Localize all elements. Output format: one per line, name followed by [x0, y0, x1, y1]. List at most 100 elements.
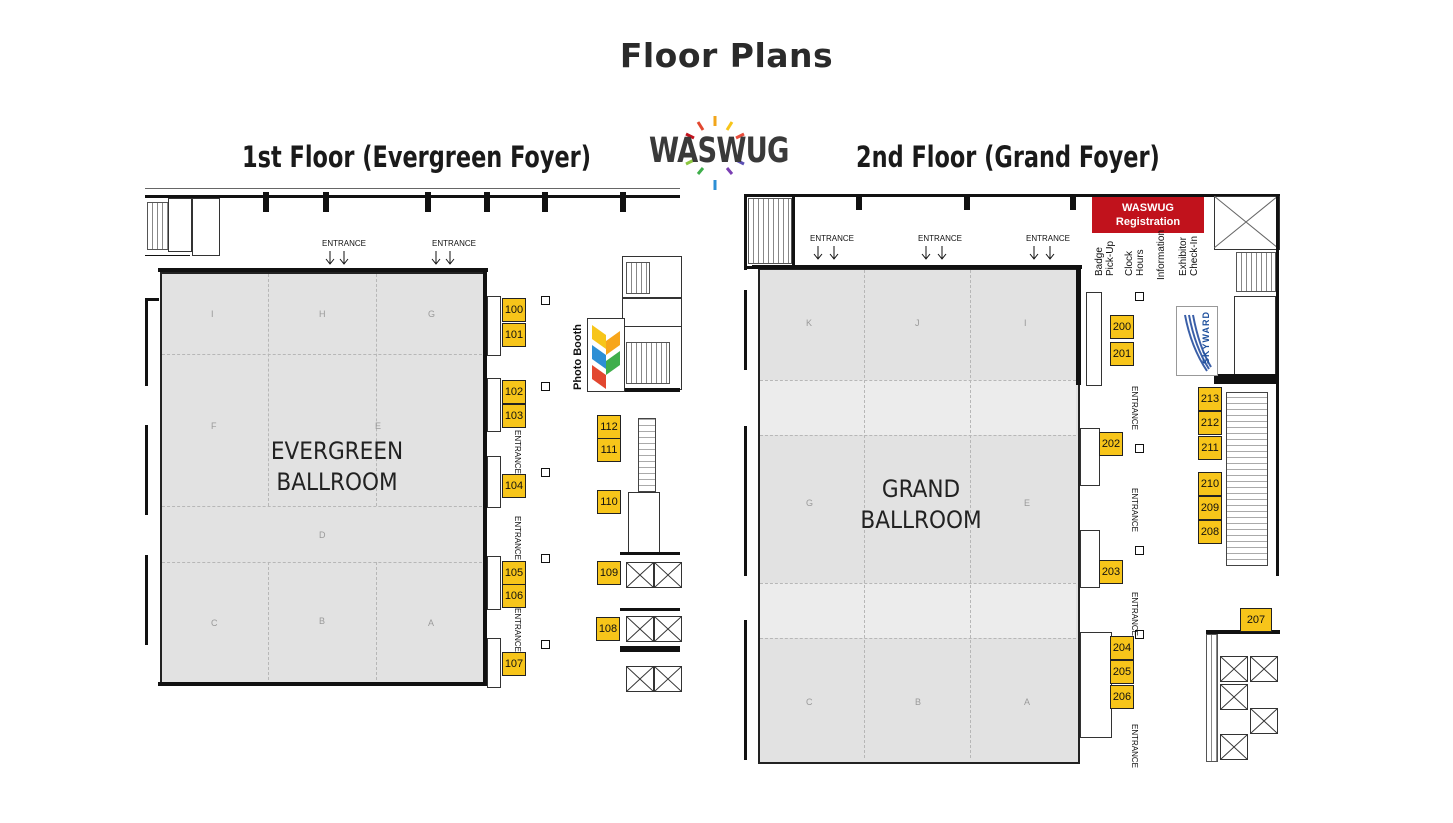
booth-203[interactable]: 203 [1099, 560, 1123, 584]
booth-105[interactable]: 105 [502, 561, 526, 585]
section-label: D [319, 530, 326, 540]
alcove [1080, 428, 1100, 486]
section-label: A [1024, 697, 1031, 707]
wall-line [145, 298, 148, 386]
section-label: G [806, 498, 814, 508]
floor-1-top-wall [145, 195, 680, 198]
booth-205[interactable]: 205 [1110, 660, 1134, 684]
booth-209[interactable]: 209 [1198, 496, 1222, 520]
booth-204[interactable]: 204 [1110, 636, 1134, 660]
wall-line [145, 555, 148, 645]
elevator-icon [1250, 656, 1278, 682]
section-label: A [428, 618, 435, 628]
entrance-label: ENTRANCE [322, 239, 367, 248]
grand-ballroom [758, 268, 1080, 764]
booth-103[interactable]: 103 [502, 404, 526, 428]
skyward-text: SKYWARD [1201, 311, 1211, 365]
desk-label: Clock Hours [1124, 249, 1146, 276]
partition-line [760, 583, 1076, 584]
section-label: F [211, 421, 217, 431]
wall-line [145, 425, 148, 515]
stairwell [147, 202, 169, 250]
booth-102[interactable]: 102 [502, 380, 526, 404]
entrance-label: ENTRANCE [1130, 386, 1139, 431]
escalator [638, 418, 656, 492]
booth-206[interactable]: 206 [1110, 685, 1134, 709]
booth-201[interactable]: 201 [1110, 342, 1134, 366]
registration-desk: WASWUG Registration [1092, 197, 1204, 233]
partition-line [376, 274, 377, 506]
booth-101[interactable]: 101 [502, 323, 526, 347]
entrance-label: ENTRANCE [918, 234, 963, 243]
elevator-icon [626, 562, 654, 588]
booth-211[interactable]: 211 [1198, 436, 1222, 460]
booth-106[interactable]: 106 [502, 584, 526, 608]
column [484, 192, 490, 212]
partition-line [760, 380, 1076, 381]
booth-210[interactable]: 210 [1198, 472, 1222, 496]
booth-108[interactable]: 108 [596, 617, 620, 641]
photo-booth-label: Photo Booth [572, 324, 584, 390]
alcove [1080, 530, 1100, 588]
photo-booth-logo [587, 318, 625, 392]
entrance-label: ENTRANCE [513, 516, 522, 561]
wall-line [620, 608, 680, 611]
booth-200[interactable]: 200 [1110, 315, 1134, 339]
column [964, 196, 970, 210]
booth-109[interactable]: 109 [597, 561, 621, 585]
ballroom-top-wall [752, 265, 1082, 269]
ballroom-label-line: BALLROOM [276, 468, 398, 496]
elevator-icon [1220, 734, 1248, 760]
entrance-arrows-icon [813, 246, 1055, 260]
entrance-label: ENTRANCE [1026, 234, 1071, 243]
stairwell [748, 198, 792, 264]
booth-110[interactable]: 110 [597, 490, 621, 514]
stairwell [626, 262, 650, 294]
stairwell [1206, 634, 1218, 762]
partition-line [162, 562, 482, 563]
booth-208[interactable]: 208 [1198, 520, 1222, 544]
ballroom-right-wall [483, 270, 487, 686]
booth-202[interactable]: 202 [1099, 432, 1123, 456]
column [541, 554, 550, 563]
partition-line [268, 274, 269, 506]
alcove [487, 296, 501, 356]
booth-213[interactable]: 213 [1198, 387, 1222, 411]
wall-line [145, 298, 159, 301]
ballroom-right-wall [1076, 265, 1081, 385]
section-label: G [428, 309, 436, 319]
elevator-icon [626, 616, 654, 642]
stair-room [1234, 296, 1276, 376]
booth-107[interactable]: 107 [502, 652, 526, 676]
section-label: J [915, 318, 920, 328]
page-title: Floor Plans [619, 36, 834, 75]
ballroom-top-wall [158, 268, 488, 272]
booth-111[interactable]: 111 [597, 438, 621, 462]
column [1070, 196, 1076, 210]
column [1135, 292, 1144, 301]
floor-1-top-wall-inner [145, 188, 680, 189]
booth-100[interactable]: 100 [502, 298, 526, 322]
floor-1-title: 1st Floor (Evergreen Foyer) [242, 140, 592, 174]
column [1135, 444, 1144, 453]
booth-207[interactable]: 207 [1240, 608, 1272, 632]
elevator-icon [654, 666, 682, 692]
entrance-label: ENTRANCE [513, 608, 522, 653]
partition-line [268, 562, 269, 680]
partition-line [864, 270, 865, 758]
partition-line [162, 506, 482, 507]
ballroom-label-line: BALLROOM [860, 506, 982, 534]
booth-212[interactable]: 212 [1198, 411, 1222, 435]
booth-104[interactable]: 104 [502, 474, 526, 498]
alcove [487, 456, 501, 508]
shaft-icon [1214, 196, 1278, 248]
section-label: H [319, 309, 326, 319]
wall-line [744, 620, 747, 760]
elevator-icon [654, 616, 682, 642]
booth-112[interactable]: 112 [597, 415, 621, 439]
ballroom-label-line: GRAND [881, 475, 961, 503]
alcove [487, 378, 501, 432]
floor-2-left-wall [744, 194, 747, 270]
wall-line [620, 388, 680, 392]
alcove [487, 638, 501, 688]
